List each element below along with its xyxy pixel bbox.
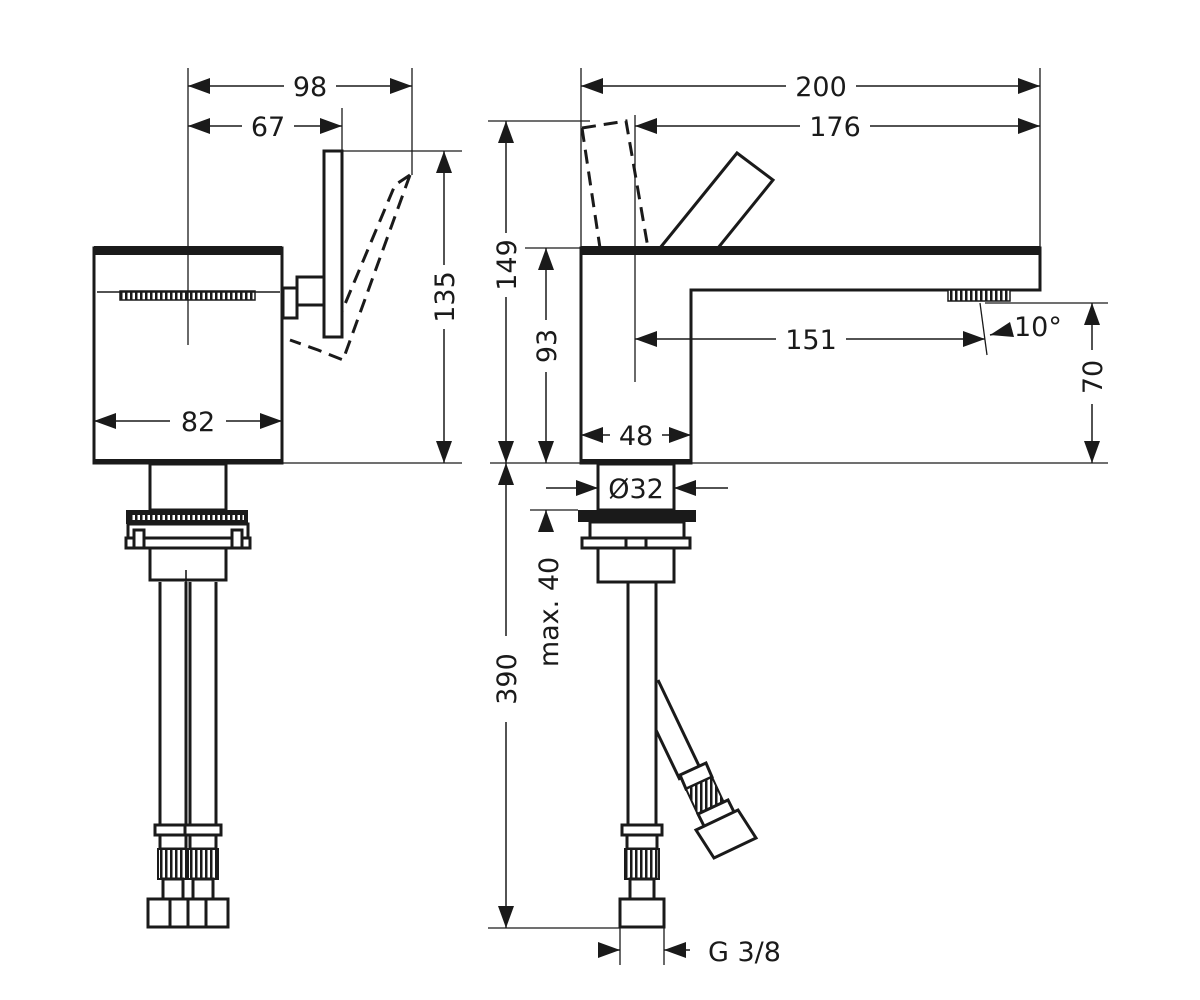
dim-label-max40: max. 40 [534, 557, 565, 667]
dim-label-48: 48 [619, 421, 653, 452]
dim-label-67: 67 [251, 112, 285, 143]
front-fixing-nut [578, 510, 696, 584]
front-straight-hose [618, 582, 666, 929]
dim-max-deck-thickness: max. 40 [534, 510, 565, 667]
dim-label-176: 176 [809, 112, 861, 143]
dim-spout-projection: 151 [635, 323, 985, 356]
dim-label-135: 135 [430, 271, 461, 323]
dim-label-98: 98 [293, 72, 327, 103]
extension-lines [282, 68, 1108, 965]
dim-label-93: 93 [532, 329, 563, 363]
dim-spout-angle: 10° [989, 312, 1062, 343]
handle [281, 149, 344, 339]
spout-aerator [947, 289, 1011, 302]
dim-label-d32: Ø32 [608, 474, 664, 505]
dim-spout-clearance: 70 [1076, 303, 1109, 463]
dim-label-70: 70 [1078, 360, 1109, 394]
dim-label-390: 390 [492, 653, 523, 705]
dim-label-10deg: 10° [1014, 312, 1062, 343]
dim-connection-thread: G 3/8 [598, 937, 781, 968]
dim-shank-diameter: Ø32 [546, 474, 728, 505]
dim-overall-depth: 98 [188, 70, 412, 103]
front-view [578, 115, 1042, 929]
dim-body-depth: 48 [581, 419, 691, 452]
side-shank [148, 462, 228, 512]
dim-handle-depth: 67 [188, 110, 342, 143]
front-angled-hose [654, 679, 759, 860]
handle-tilted-ghost [289, 173, 412, 362]
dim-label-82: 82 [181, 407, 215, 438]
dim-handle-height: 135 [428, 151, 461, 463]
side-view [92, 68, 412, 929]
dim-lever-reach: 176 [635, 110, 1040, 143]
dim-label-200: 200 [795, 72, 847, 103]
dim-overall-length: 200 [581, 70, 1040, 103]
lever [656, 150, 776, 250]
dim-total-height: 149 [490, 121, 523, 463]
lever-ghost [580, 119, 650, 249]
dim-label-149: 149 [492, 239, 523, 291]
side-hoses [146, 582, 230, 929]
dim-hose-length: 390 [490, 463, 523, 928]
dim-body-width: 82 [94, 405, 282, 438]
dim-label-151: 151 [785, 325, 837, 356]
side-fixing-nut [124, 510, 252, 582]
dim-label-g38: G 3/8 [708, 937, 781, 968]
dim-body-height: 93 [530, 248, 563, 463]
